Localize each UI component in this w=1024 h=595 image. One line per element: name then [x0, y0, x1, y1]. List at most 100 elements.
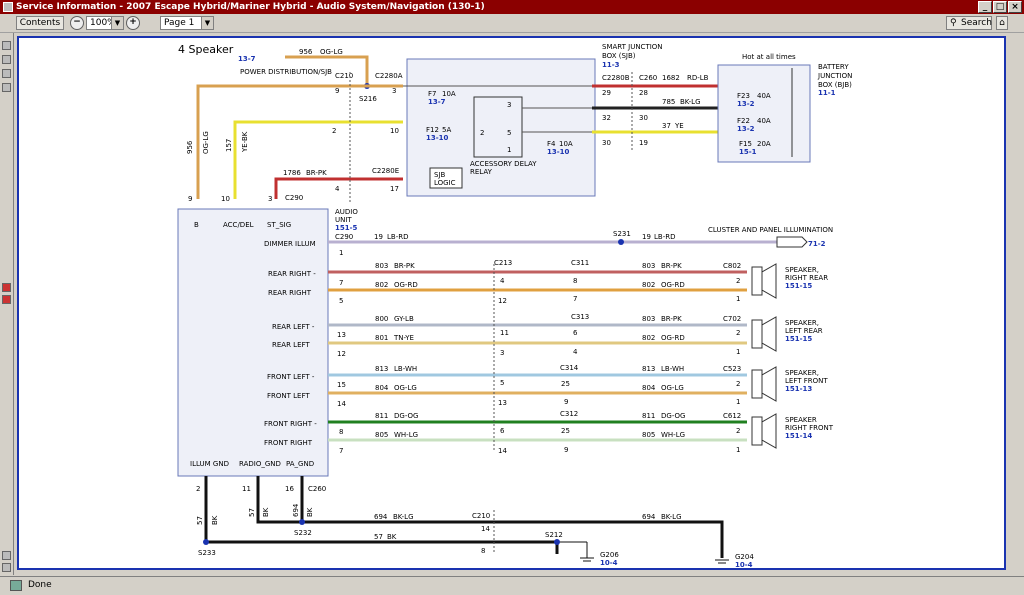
wire-number: 803 [642, 262, 655, 270]
wire-color: BR-PK [661, 315, 682, 323]
wire-color: BK [306, 507, 314, 517]
vertical-scrollbar[interactable] [1012, 33, 1024, 575]
pin-label: ST_SIG [267, 221, 291, 229]
pin-number: 1 [736, 295, 740, 303]
pin-label: RADIO_GND [239, 460, 281, 468]
ref-link[interactable]: 151-15 [785, 282, 812, 290]
panel-toggle-icon[interactable] [2, 69, 11, 78]
search-button[interactable]: ⚲Search [946, 16, 992, 30]
panel-toggle-icon[interactable] [2, 563, 11, 572]
ground-icon [715, 559, 729, 564]
ref-link[interactable]: 13-10 [426, 134, 449, 142]
bjb-label: BOX (BJB) [818, 81, 852, 89]
wire-color: OG-LG [661, 384, 684, 392]
wire-color: BK [387, 533, 397, 541]
pin-number: 10 [221, 195, 230, 203]
wire-number: 805 [642, 431, 655, 439]
pin-number: 7 [339, 279, 343, 287]
ref-link[interactable]: 10-4 [735, 561, 753, 568]
diagram-canvas: 4 Speaker 13-7 956 OG-LG POWER DISTRIBUT… [17, 36, 1006, 570]
maximize-button[interactable]: □ [993, 1, 1007, 13]
wire-number: 19 [642, 233, 651, 241]
bookmark-icon[interactable]: ⌂ [996, 16, 1008, 30]
speaker-label: SPEAKER [785, 416, 817, 424]
wire [302, 520, 724, 558]
connector-label: C2280B [602, 74, 630, 82]
ground-label: G204 [735, 553, 754, 561]
pin-number: 9 [188, 195, 192, 203]
ref-link[interactable]: 151-15 [785, 335, 812, 343]
pin-label: DIMMER ILLUM [264, 240, 316, 248]
pin-number: 3 [500, 349, 504, 357]
wire-color: WH-LG [394, 431, 418, 439]
splice-dot [554, 539, 560, 545]
wire-number: 802 [642, 334, 655, 342]
close-button[interactable]: × [1008, 1, 1022, 13]
wire-number: 804 [375, 384, 389, 392]
diagram-title: 4 Speaker [178, 43, 234, 56]
pin-number: 4 [335, 185, 340, 193]
ref-link[interactable]: 13-7 [238, 55, 256, 63]
pin-number: 1 [736, 446, 740, 454]
pin-label: REAR LEFT [272, 341, 310, 349]
pin-number: 4 [573, 348, 578, 356]
flag-icon[interactable] [2, 283, 11, 292]
pin-number: 14 [481, 525, 490, 533]
fuse-amp: 40A [757, 92, 771, 100]
fuse-label: F23 [737, 92, 750, 100]
zoom-in-button[interactable]: + [126, 16, 140, 30]
speaker-label: SPEAKER, [785, 266, 819, 274]
pin-label: FRONT RIGHT - [264, 420, 317, 428]
page-select[interactable]: Page 1▼ [160, 16, 214, 30]
ref-link[interactable]: 151-13 [785, 385, 812, 393]
minimize-button[interactable]: _ [978, 1, 992, 13]
pin-number: 19 [639, 139, 648, 147]
pin-number: 3 [392, 87, 396, 95]
zoom-out-button[interactable]: − [70, 16, 84, 30]
splice-label: S216 [359, 95, 377, 103]
panel-toggle-icon[interactable] [2, 551, 11, 560]
wire-color: OG-RD [661, 334, 685, 342]
bjb-label: JUNCTION [817, 72, 852, 80]
connector-label: C210 [335, 72, 353, 80]
ref-link[interactable]: 13-10 [547, 148, 570, 156]
wire-color: OG-LG [394, 384, 417, 392]
fuse-label: F22 [737, 117, 750, 125]
wire-color: BK [211, 515, 219, 525]
panel-toggle-icon[interactable] [2, 55, 11, 64]
ground-label: G206 [600, 551, 619, 559]
ref-link[interactable]: 13-2 [737, 100, 755, 108]
side-panel [0, 33, 14, 575]
pin-label: FRONT LEFT [267, 392, 310, 400]
ref-link[interactable]: 11-1 [818, 89, 836, 97]
ref-link[interactable]: 13-2 [737, 125, 755, 133]
wire-number: 37 [662, 122, 671, 130]
zoom-select[interactable]: 100%▼ [86, 16, 124, 30]
wire-number: 813 [375, 365, 388, 373]
connector-label: C260 [308, 485, 326, 493]
ref-link[interactable]: 151-14 [785, 432, 812, 440]
ref-link[interactable]: 10-4 [600, 559, 618, 567]
panel-toggle-icon[interactable] [2, 83, 11, 92]
flag-icon[interactable] [2, 295, 11, 304]
pin-number: 3 [507, 101, 511, 109]
wire-number: 802 [642, 281, 655, 289]
contents-button[interactable]: Contents [16, 16, 64, 30]
pin-number: 2 [480, 129, 484, 137]
page-value: Page 1 [164, 18, 195, 28]
connector-label: C210 [472, 512, 490, 520]
ref-link[interactable]: 15-1 [739, 148, 757, 156]
panel-toggle-icon[interactable] [2, 41, 11, 50]
speaker-label: LEFT FRONT [785, 377, 828, 385]
ref-link[interactable]: 13-7 [428, 98, 446, 106]
wire-number: 19 [374, 233, 383, 241]
ref-link[interactable]: 71-2 [808, 240, 826, 248]
arrow-icon [776, 236, 808, 248]
sjb-logic-box [429, 167, 463, 189]
ref-link[interactable]: 151-5 [335, 224, 358, 232]
ref-link[interactable]: 11-3 [602, 61, 620, 69]
wire-number: 956 [299, 48, 313, 56]
pin-number: 3 [268, 195, 272, 203]
connector-label: C612 [723, 412, 741, 420]
page-icon [10, 580, 22, 591]
